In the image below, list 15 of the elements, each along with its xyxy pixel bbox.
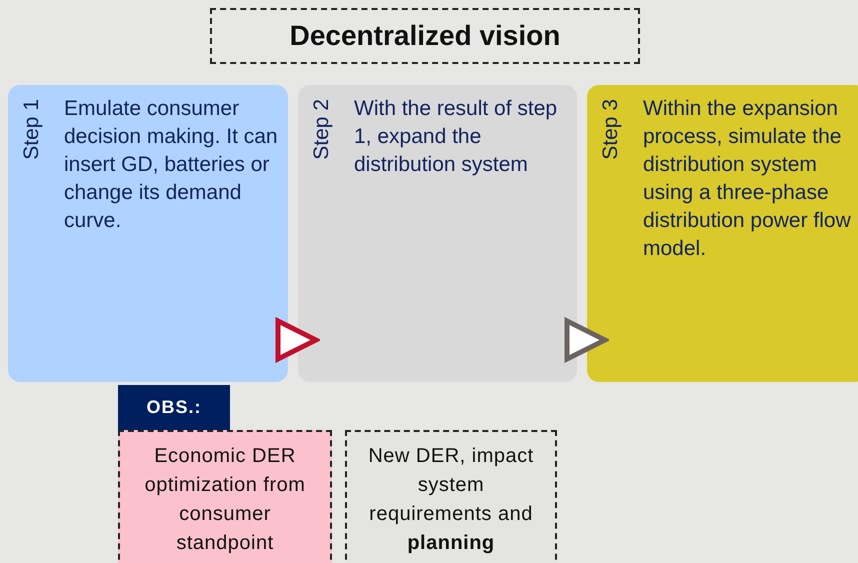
step-description: Within the expansion process, simulate the distribution system using a three-phase distribution power flow model. — [643, 96, 852, 262]
note-box: Economic DER optimization from consumer standpoint — [118, 430, 332, 563]
step-card — [8, 85, 288, 382]
step-description: Emulate consumer decision making. It can insert GD, batteries or change its demand curve. — [64, 96, 279, 234]
note-box: New DER, impact system requirements and planning — [345, 430, 557, 563]
step-description: With the result of step 1, expand the distribution system — [354, 96, 558, 178]
note-tag: OBS.: — [118, 385, 230, 430]
title-box: Decentralized vision — [210, 8, 640, 64]
step-label: Step 1 — [20, 99, 44, 160]
step-card — [298, 85, 577, 382]
arrow — [564, 318, 608, 362]
step-label: Step 3 — [599, 99, 623, 160]
step-label: Step 2 — [310, 99, 334, 160]
arrow — [276, 318, 318, 362]
step-card — [587, 85, 858, 382]
